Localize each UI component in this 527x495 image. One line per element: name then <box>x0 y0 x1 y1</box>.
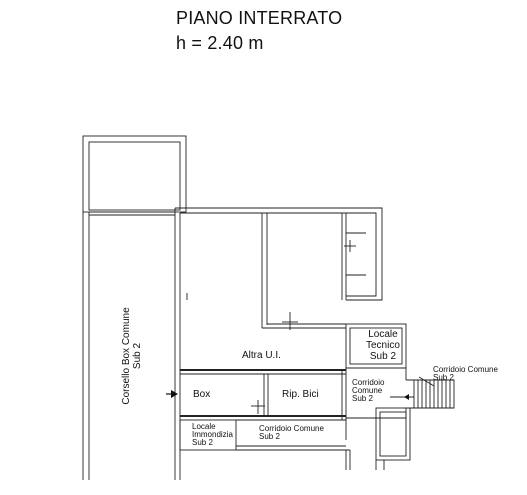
locale-immondizia-walls <box>179 419 237 451</box>
outer-wall-top-right <box>175 207 383 301</box>
label-corsello: Corsello Box Comune Sub 2 <box>121 307 143 405</box>
right-lower-room-inner <box>379 411 407 457</box>
locale-tecnico-inner <box>349 327 403 365</box>
ramp-top-inner <box>88 141 181 211</box>
label-box: Box <box>193 389 211 400</box>
label-rip-bici: Rip. Bici <box>282 389 319 400</box>
stair-arrow <box>404 394 409 400</box>
outer-wall-top-right-inner <box>180 212 377 297</box>
label-corridoio-bottom: Corridoio Comune Sub 2 <box>259 424 324 441</box>
label-locale-immondizia: Locale Immondizia Sub 2 <box>192 422 233 447</box>
corridoio-inner-top <box>346 367 407 380</box>
label-corridoio-outer: Corridoio Comune Sub 2 <box>433 365 498 382</box>
label-locale-tecnico: Locale Tecnico Sub 2 <box>366 329 400 362</box>
ramp-top-area <box>82 135 187 213</box>
stair-treads <box>413 380 451 408</box>
plan-title: PIANO INTERRATO <box>176 8 343 28</box>
label-corridoio-inner: Corridoio Comune Sub 2 <box>352 378 385 403</box>
plan-height-label: h = 2.40 m <box>176 33 264 53</box>
label-altra-ui: Altra U.I. <box>242 350 281 361</box>
box-entrance-arrow <box>171 390 178 398</box>
right-lower-room <box>375 407 411 461</box>
stair-label-leader <box>418 376 435 387</box>
